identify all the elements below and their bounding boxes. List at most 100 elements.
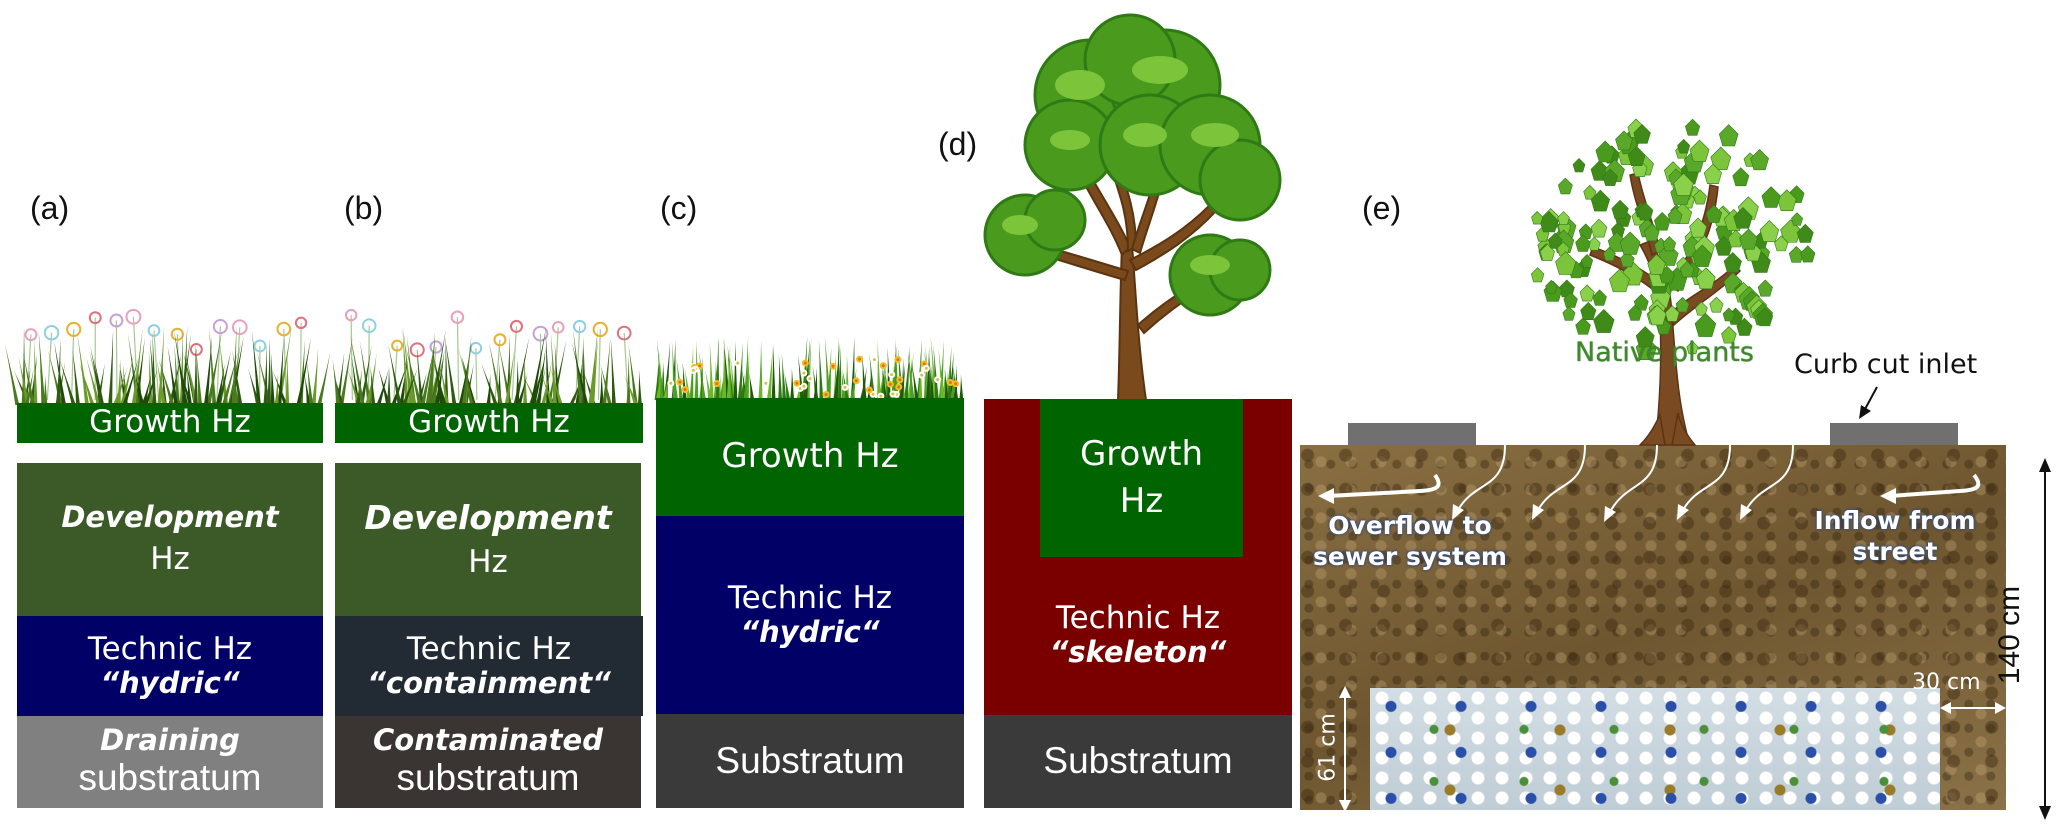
grass-blade — [94, 357, 105, 405]
layer-label: Hz — [468, 543, 508, 580]
tree-highlights — [1002, 56, 1239, 275]
leaf — [1588, 236, 1601, 251]
layer-label: Technic Hz — [406, 630, 572, 667]
grass-blade — [134, 370, 145, 405]
grass-blade — [285, 354, 290, 405]
inflow-line-1: Inflow from — [1814, 506, 1976, 535]
grass-blade — [116, 358, 121, 405]
layer-development: Development Hz — [335, 463, 641, 616]
daisy-center — [881, 364, 885, 368]
layer-development: Development Hz — [17, 463, 323, 616]
dimension-30cm-arrow — [1940, 702, 2006, 714]
flower-stem — [176, 334, 180, 401]
grass-blade — [705, 370, 713, 400]
layer-label: “hydric“ — [100, 666, 240, 701]
layer-label: Technic Hz — [1055, 599, 1221, 636]
grass-blade — [72, 348, 81, 405]
leaf — [1796, 223, 1814, 243]
daisy-center — [897, 385, 901, 389]
grass-blade — [463, 363, 474, 405]
overflow-line-2: sewer system — [1313, 542, 1507, 572]
leaf — [1539, 243, 1555, 261]
daisy-center — [854, 379, 858, 383]
layer-technic: Technic Hz “hydric“ — [656, 516, 964, 714]
panel-label-e: (e) — [1362, 190, 1402, 226]
daisy-center — [678, 380, 682, 384]
grass-blade — [463, 369, 468, 405]
curb-cut-inlet — [1830, 423, 1958, 445]
grass-blade — [925, 346, 930, 400]
arrowhead — [1880, 488, 1896, 504]
layer-label: “containment“ — [367, 666, 611, 701]
grass-blade — [18, 355, 30, 405]
grass-blade — [626, 354, 631, 405]
grass-blade — [332, 359, 341, 405]
leaf — [1800, 245, 1816, 263]
inflow-arrow-icon — [1889, 473, 1981, 498]
leaf — [1759, 220, 1780, 242]
flower-stem — [216, 326, 221, 401]
leaf — [1627, 304, 1643, 321]
native-plants-label: Native plants — [1575, 337, 1754, 368]
leaf — [1545, 279, 1558, 294]
leaf — [1732, 167, 1750, 187]
grass-blade — [24, 368, 34, 405]
tree-foliage — [1530, 118, 1816, 361]
grass-blade — [628, 343, 638, 405]
leaf — [1653, 211, 1671, 231]
layer-label: substratum — [396, 757, 580, 799]
grass-blade — [953, 365, 958, 400]
grass-blade — [550, 366, 564, 405]
layer-growth: Growth Hz — [17, 403, 323, 443]
grass-blade — [186, 368, 192, 405]
grass-blade — [152, 331, 157, 405]
flower — [391, 339, 404, 352]
daisy-center — [871, 392, 875, 396]
daisy-center — [736, 361, 740, 365]
grass-blade — [813, 367, 818, 400]
leaf — [1593, 309, 1615, 333]
leaf — [1633, 293, 1649, 311]
leaf — [1572, 158, 1586, 173]
grass-blade — [439, 362, 450, 405]
grass-blade — [949, 371, 955, 400]
flower — [43, 324, 60, 341]
grass-blade — [837, 346, 842, 400]
flower — [509, 319, 523, 333]
grass-blade — [370, 366, 376, 405]
leaf — [1635, 326, 1655, 348]
grass-blade — [781, 353, 787, 400]
grass-blade — [444, 335, 457, 405]
grass-blade — [907, 352, 914, 400]
daisy-center — [879, 394, 883, 398]
layer-substratum: Substratum — [656, 714, 964, 808]
leaf — [1709, 296, 1724, 313]
leaf — [1619, 231, 1641, 255]
daisy-center — [843, 385, 847, 389]
leaf — [1611, 199, 1629, 220]
daisy-center — [867, 388, 871, 392]
leaf — [1791, 212, 1803, 226]
grass-blade — [428, 330, 436, 405]
arrowhead — [1318, 488, 1334, 504]
grass-blade — [879, 370, 885, 400]
leaf — [1636, 202, 1654, 221]
infiltration-arrowheads — [1452, 504, 1752, 522]
grass-blade — [515, 358, 520, 405]
leaf — [1562, 306, 1576, 321]
grass-blade — [158, 358, 175, 405]
grass-blade — [766, 346, 773, 400]
leaf — [1580, 301, 1597, 320]
flower-stem — [597, 329, 601, 401]
flower — [573, 319, 587, 334]
grass-blade — [737, 342, 743, 400]
daisy-center — [808, 377, 812, 381]
leaf — [1555, 251, 1577, 275]
daisy-center — [698, 364, 702, 368]
grass-blade — [402, 327, 409, 405]
grass-with-flowers-icon — [4, 308, 331, 405]
grass-blade — [739, 373, 745, 400]
grass-blade — [346, 366, 362, 405]
grass-blade — [488, 341, 503, 405]
grass-blade — [215, 363, 225, 405]
